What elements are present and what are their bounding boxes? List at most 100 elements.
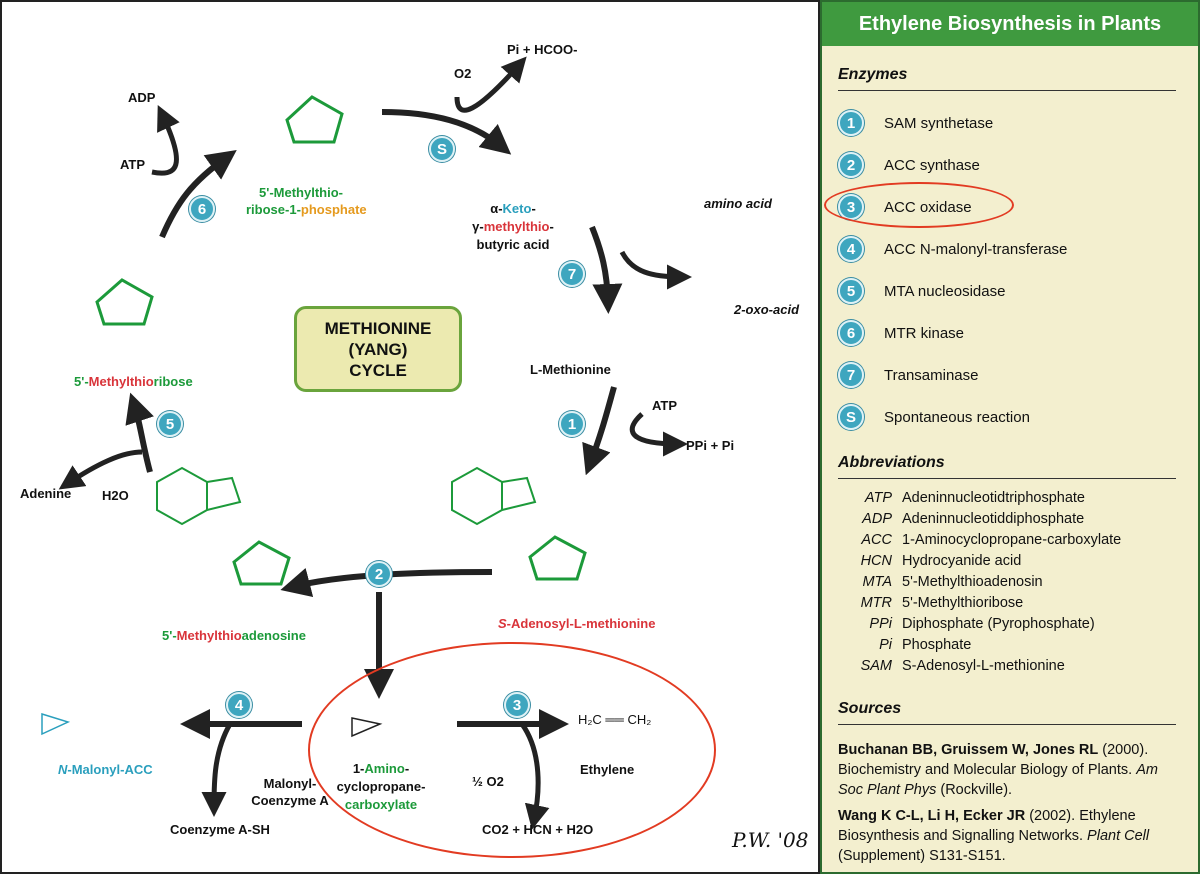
abbr-row: SAM S-Adenosyl-L-methionine [838,658,1065,674]
macc-part1: N [58,762,68,777]
label-oxo-acid: 2-oxo-acid [734,302,800,317]
abbr-key: HCN [860,553,892,569]
artist-signature: P.W. '08 [732,828,809,852]
arrow-transamination [619,250,692,290]
abbr-row: ACC 1-Aminocyclopropane-carboxylate [838,532,1121,548]
abbr-row: ADP Adeninnucleotiddiphosphate [838,511,1084,527]
acc-part4: cyclopropane- [336,779,426,794]
enzyme-name: MTA nucleosidase [884,282,1006,300]
abbr-value: Hydrocyanide acid [902,553,1022,569]
abbreviations-divider [838,478,1176,479]
enzyme-badge: 4 [838,236,864,262]
enzyme-badge: 1 [838,110,864,136]
enzymes-heading: Enzymes [838,66,908,83]
kmb-part2: Keto [502,201,532,216]
pathway-arrows [41,56,692,830]
kmb-part6: - [549,219,554,234]
abbr-key: Pi [879,637,892,653]
arrow-step5 [125,392,154,473]
source-title: Ethylene Biosynthesis and Signalling Net… [838,808,1136,844]
enzyme-name: ACC N-malonyl-transferase [884,240,1068,258]
label-coenzyme-a-sh: Coenzyme A-SH [170,822,270,837]
cycle-title-box: METHIONINE (YANG) CYCLE [294,306,462,392]
sidebar-title: Ethylene Biosynthesis in Plants [822,2,1198,46]
ribose-ring-mta [232,540,291,586]
step-badge-5: 5 [157,411,183,437]
step-badge-3: 3 [504,692,530,718]
pathway-diagram: METHIONINE (YANG) CYCLE 6 S 7 1 2 3 4 5 … [0,0,820,874]
enzyme-item-5: 5 MTA nucleosidase [838,278,1005,304]
sam-part1: S [498,616,507,631]
adenine-ring-mta [156,466,242,526]
acc-part1: 1- [352,761,365,776]
compound-sam: S-Adenosyl-L-methionine [498,616,655,631]
malonyl-coa-part2: Coenzyme A [251,793,329,808]
label-h2o: H2O [102,488,129,503]
compound-malonyl-acc: N-Malonyl-ACC [58,762,153,777]
abbr-value: 5'-Methylthioadenosin [902,574,1043,590]
acc-part3: - [404,761,410,776]
kmb-part4: γ- [472,219,484,234]
abbr-row: HCN Hydrocyanide acid [838,553,1022,569]
abbr-key: ADP [862,511,892,527]
ribose-ring-sam [528,535,587,581]
legend-sidebar: Ethylene Biosynthesis in Plants Enzymes … [820,0,1200,874]
malonyl-coa-part1: Malonyl- [263,776,317,791]
highlight-oval-acc-oxidase [824,182,1014,228]
step-badge-1: 1 [559,411,585,437]
abbr-key: PPi [869,616,892,632]
sources-divider [838,724,1176,725]
enzyme-name: Transaminase [884,366,979,384]
abbr-key: MTA [862,574,892,590]
arrow-step2 [280,567,493,597]
source-authors: Wang K C-L, Li H, Ecker JR [838,808,1026,824]
source-item-1: Buchanan BB, Gruissem W, Jones RL (2000)… [838,740,1183,800]
abbreviations-heading: Abbreviations [838,454,945,471]
enzymes-divider [838,90,1176,91]
ethylene-structure: H₂C ══ CH₂ [578,712,652,727]
mta-part2: Methylthio [176,628,242,643]
arrow-step6 [159,150,237,239]
kmb-part3: - [531,201,536,216]
label-half-o2: ½ O2 [472,774,504,789]
abbr-value: Diphosphate (Pyrophosphate) [902,616,1095,632]
label-amino-acid: amino acid [704,196,772,211]
enzyme-badge: 6 [838,320,864,346]
mta-part1: 5'- [162,628,177,643]
abbr-row: PPi Diphosphate (Pyrophosphate) [838,616,1095,632]
step-badge-2: 2 [366,561,392,587]
acc-part2: Amino [364,761,405,776]
enzyme-badge: S [838,404,864,430]
compound-mtr1p: 5'-Methylthio- ribose-1-phosphate [246,184,367,218]
abbr-value: 1-Aminocyclopropane-carboxylate [902,532,1122,548]
arrow-malonyl-coa [201,722,233,817]
abbr-value: S-Adenosyl-L-methionine [902,658,1065,674]
macc-part2: -Malonyl- [67,762,125,777]
compound-mta: 5'-Methylthioadenosine [162,628,306,643]
abbr-key: ACC [861,532,892,548]
abbr-key: SAM [860,658,892,674]
arrow-step1 [582,386,617,476]
source-authors: Buchanan BB, Gruissem W, Jones RL [838,742,1099,758]
enzyme-name: MTR kinase [884,324,965,342]
cycle-title-line1: METHIONINE [324,318,432,338]
compound-ethylene: Ethylene [580,762,635,777]
enzyme-name: ACC synthase [884,156,980,174]
enzyme-item-4: 4 ACC N-malonyl-transferase [838,236,1067,262]
abbr-value: Adeninnucleotiddiphosphate [902,511,1085,527]
mtr1p-part1: 5'-Methylthio- [259,185,343,200]
kmb-part7: butyric acid [476,237,550,252]
cyclopropane-macc [41,712,71,736]
compound-acc: 1-Amino- cyclopropane- carboxylate [328,760,434,814]
enzyme-badge: 5 [838,278,864,304]
enzyme-item-6: 6 MTR kinase [838,320,964,346]
label-atp-step1: ATP [652,398,678,413]
mtr1p-part2: ribose-1- [246,202,301,217]
sam-part2: -Adenosyl-L-methionine [506,616,656,631]
step-badge-s: S [429,136,455,162]
mtr-part3: ribose [153,374,193,389]
source-year: (2000). [1102,742,1149,758]
